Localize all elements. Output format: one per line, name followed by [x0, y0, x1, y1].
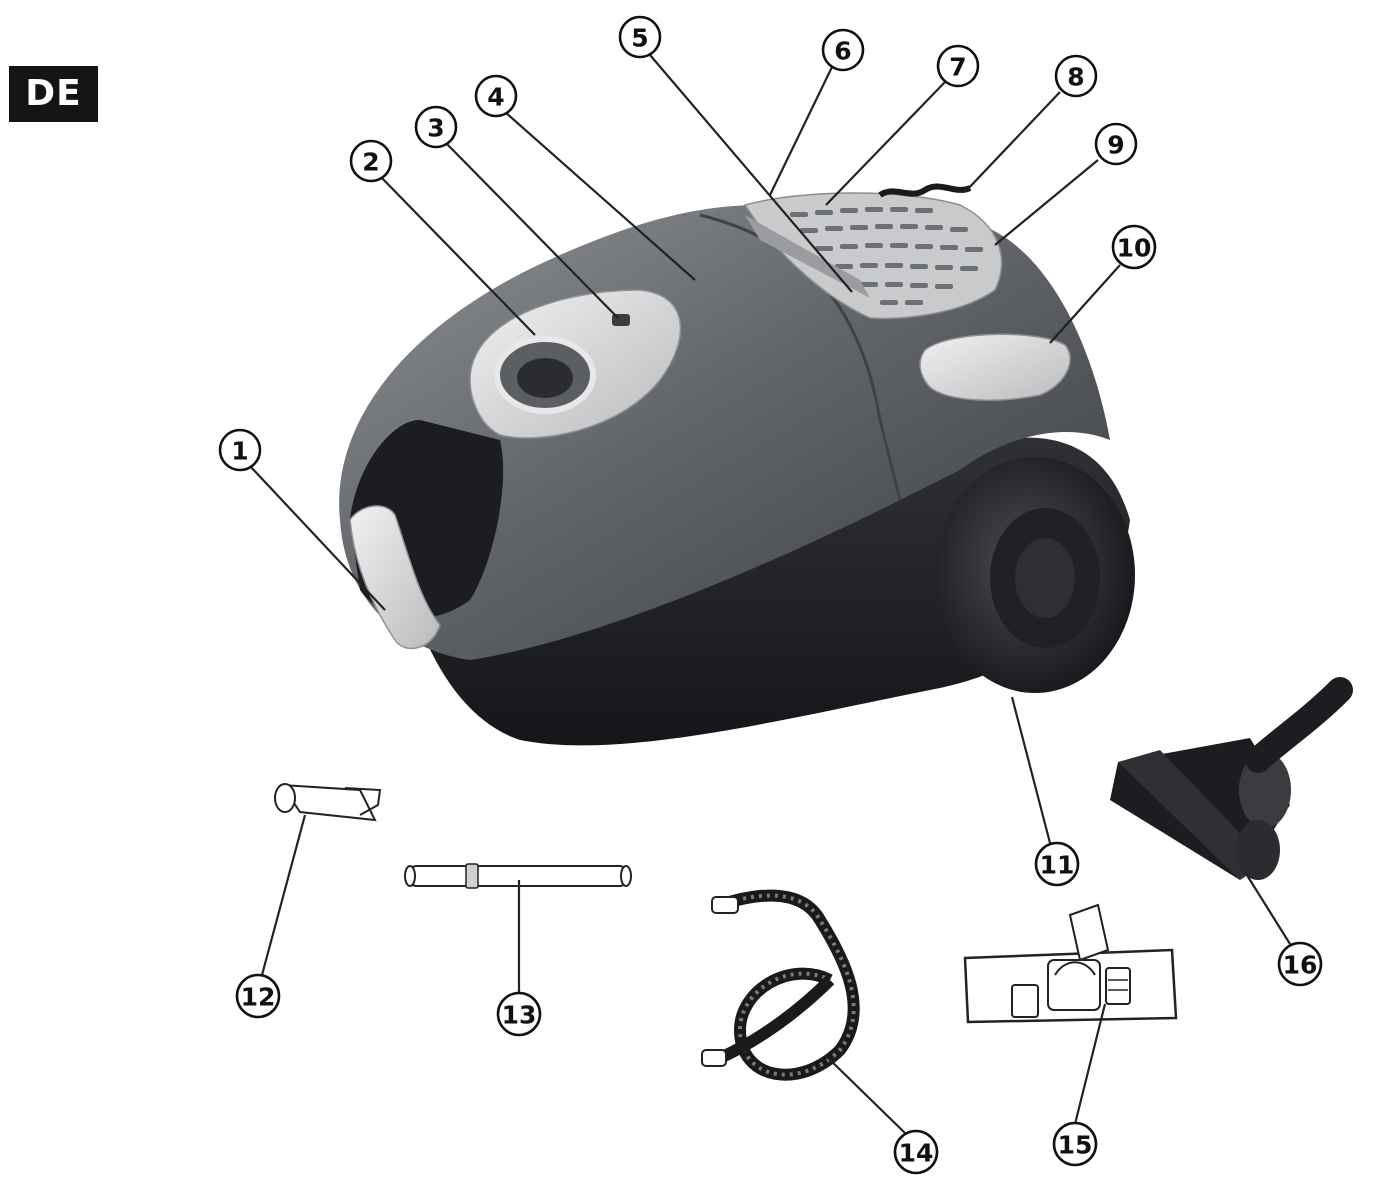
- callout-12: 12: [235, 973, 281, 1019]
- carry-handle: [349, 505, 441, 650]
- callout-7: 7: [936, 44, 980, 88]
- callout-number: 6: [834, 37, 851, 66]
- callout-number: 3: [427, 114, 444, 143]
- grille-slots: [790, 207, 983, 305]
- callout-number: 14: [899, 1139, 934, 1168]
- callout-number: 15: [1058, 1131, 1093, 1160]
- callout-2: 2: [349, 139, 393, 183]
- callout-8: 8: [1054, 54, 1098, 98]
- callout-15: 15: [1052, 1121, 1098, 1167]
- callout-3: 3: [414, 105, 458, 149]
- callout-number: 12: [241, 983, 276, 1012]
- callout-number: 13: [502, 1001, 537, 1030]
- floor-brush: [963, 903, 1178, 1024]
- callout-4: 4: [474, 74, 518, 118]
- hose: [701, 889, 860, 1081]
- callout-number: 1: [231, 437, 248, 466]
- callout-5: 5: [618, 15, 662, 59]
- callout-number: 16: [1283, 951, 1318, 980]
- callout-number: 2: [362, 148, 379, 177]
- callout-number: 11: [1040, 851, 1075, 880]
- callout-16: 16: [1277, 941, 1323, 987]
- callout-number: 7: [949, 53, 966, 82]
- callout-number: 5: [631, 24, 648, 53]
- callout-number: 4: [487, 83, 504, 112]
- leader-lines: [249, 54, 1291, 1134]
- callout-11: 11: [1034, 841, 1080, 887]
- turbo-brush: [1110, 677, 1353, 880]
- callout-13: 13: [496, 991, 542, 1037]
- callout-number: 10: [1117, 234, 1152, 263]
- callout-1: 1: [218, 428, 262, 472]
- callout-14: 14: [893, 1129, 939, 1175]
- power-button: [919, 333, 1071, 401]
- callout-10: 10: [1111, 224, 1157, 270]
- base-shell: [400, 437, 1130, 746]
- language-badge: DE: [9, 66, 98, 122]
- callout-9: 9: [1094, 122, 1138, 166]
- callout-number: 9: [1107, 131, 1124, 160]
- callout-number: 8: [1067, 63, 1084, 92]
- vacuum-body: [339, 183, 1135, 746]
- cord-plug: [878, 183, 972, 198]
- callout-6: 6: [821, 28, 865, 72]
- crevice-nozzle: [274, 783, 382, 822]
